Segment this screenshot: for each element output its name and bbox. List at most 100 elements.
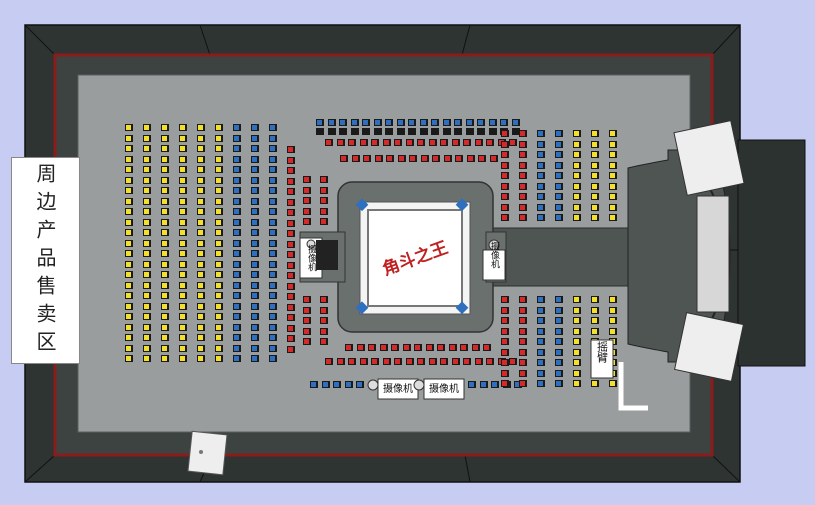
seat[interactable]: [441, 359, 446, 364]
seat[interactable]: [453, 359, 458, 364]
seat[interactable]: [574, 184, 579, 189]
seat[interactable]: [556, 215, 561, 220]
seat[interactable]: [162, 272, 167, 277]
seat[interactable]: [409, 120, 414, 125]
seat[interactable]: [180, 209, 185, 214]
seat[interactable]: [520, 194, 525, 199]
seat[interactable]: [574, 297, 579, 302]
seat[interactable]: [216, 325, 221, 330]
seat[interactable]: [502, 163, 507, 168]
seat[interactable]: [270, 356, 275, 361]
seat[interactable]: [288, 242, 293, 247]
seat[interactable]: [340, 120, 345, 125]
seat[interactable]: [592, 215, 597, 220]
seat[interactable]: [234, 220, 239, 225]
seat[interactable]: [234, 178, 239, 183]
seat[interactable]: [180, 178, 185, 183]
seat[interactable]: [234, 188, 239, 193]
seat[interactable]: [592, 308, 597, 313]
seat[interactable]: [162, 199, 167, 204]
seat[interactable]: [422, 156, 427, 161]
seat[interactable]: [456, 156, 461, 161]
seat[interactable]: [144, 230, 149, 235]
seat[interactable]: [386, 129, 391, 134]
seat[interactable]: [574, 173, 579, 178]
seat[interactable]: [234, 209, 239, 214]
seat[interactable]: [216, 356, 221, 361]
seat[interactable]: [363, 120, 368, 125]
seat[interactable]: [358, 345, 363, 350]
seat[interactable]: [538, 371, 543, 376]
seat[interactable]: [574, 371, 579, 376]
seat[interactable]: [520, 339, 525, 344]
seat[interactable]: [198, 346, 203, 351]
seat[interactable]: [492, 382, 497, 387]
seat[interactable]: [352, 129, 357, 134]
seat[interactable]: [479, 156, 484, 161]
seat[interactable]: [198, 209, 203, 214]
seat[interactable]: [610, 173, 615, 178]
seat[interactable]: [180, 146, 185, 151]
seat[interactable]: [510, 359, 515, 364]
seat[interactable]: [252, 314, 257, 319]
seat[interactable]: [270, 283, 275, 288]
seat[interactable]: [478, 129, 483, 134]
seat[interactable]: [592, 131, 597, 136]
seat[interactable]: [538, 381, 543, 386]
seat[interactable]: [252, 304, 257, 309]
seat[interactable]: [381, 345, 386, 350]
seat[interactable]: [556, 381, 561, 386]
seat[interactable]: [311, 382, 316, 387]
seat[interactable]: [441, 140, 446, 145]
seat[interactable]: [399, 156, 404, 161]
seat[interactable]: [338, 140, 343, 145]
seat[interactable]: [398, 120, 403, 125]
seat[interactable]: [610, 297, 615, 302]
seat[interactable]: [430, 359, 435, 364]
seat[interactable]: [502, 142, 507, 147]
seat[interactable]: [407, 359, 412, 364]
seat[interactable]: [490, 129, 495, 134]
seat[interactable]: [252, 251, 257, 256]
seat[interactable]: [520, 205, 525, 210]
seat[interactable]: [515, 382, 520, 387]
seat[interactable]: [427, 345, 432, 350]
seat[interactable]: [162, 188, 167, 193]
seat[interactable]: [361, 140, 366, 145]
seat[interactable]: [574, 339, 579, 344]
seat[interactable]: [198, 199, 203, 204]
seat[interactable]: [216, 220, 221, 225]
seat[interactable]: [270, 293, 275, 298]
seat[interactable]: [341, 156, 346, 161]
seat[interactable]: [126, 293, 131, 298]
seat[interactable]: [304, 219, 309, 224]
seat[interactable]: [180, 304, 185, 309]
seat[interactable]: [198, 188, 203, 193]
seat[interactable]: [461, 345, 466, 350]
seat[interactable]: [304, 339, 309, 344]
seat[interactable]: [610, 152, 615, 157]
seat[interactable]: [304, 177, 309, 182]
seat[interactable]: [326, 140, 331, 145]
seat[interactable]: [501, 120, 506, 125]
seat[interactable]: [162, 241, 167, 246]
seat[interactable]: [234, 136, 239, 141]
seat[interactable]: [502, 339, 507, 344]
seat[interactable]: [270, 251, 275, 256]
seat[interactable]: [502, 297, 507, 302]
seat[interactable]: [198, 241, 203, 246]
seat[interactable]: [216, 304, 221, 309]
seat[interactable]: [317, 129, 322, 134]
seat[interactable]: [180, 230, 185, 235]
seat[interactable]: [198, 325, 203, 330]
seat[interactable]: [392, 345, 397, 350]
seat[interactable]: [502, 194, 507, 199]
seat[interactable]: [538, 297, 543, 302]
seat[interactable]: [180, 199, 185, 204]
seat[interactable]: [216, 283, 221, 288]
seat[interactable]: [162, 346, 167, 351]
seat[interactable]: [455, 120, 460, 125]
seat[interactable]: [538, 350, 543, 355]
seat[interactable]: [592, 297, 597, 302]
seat[interactable]: [384, 140, 389, 145]
